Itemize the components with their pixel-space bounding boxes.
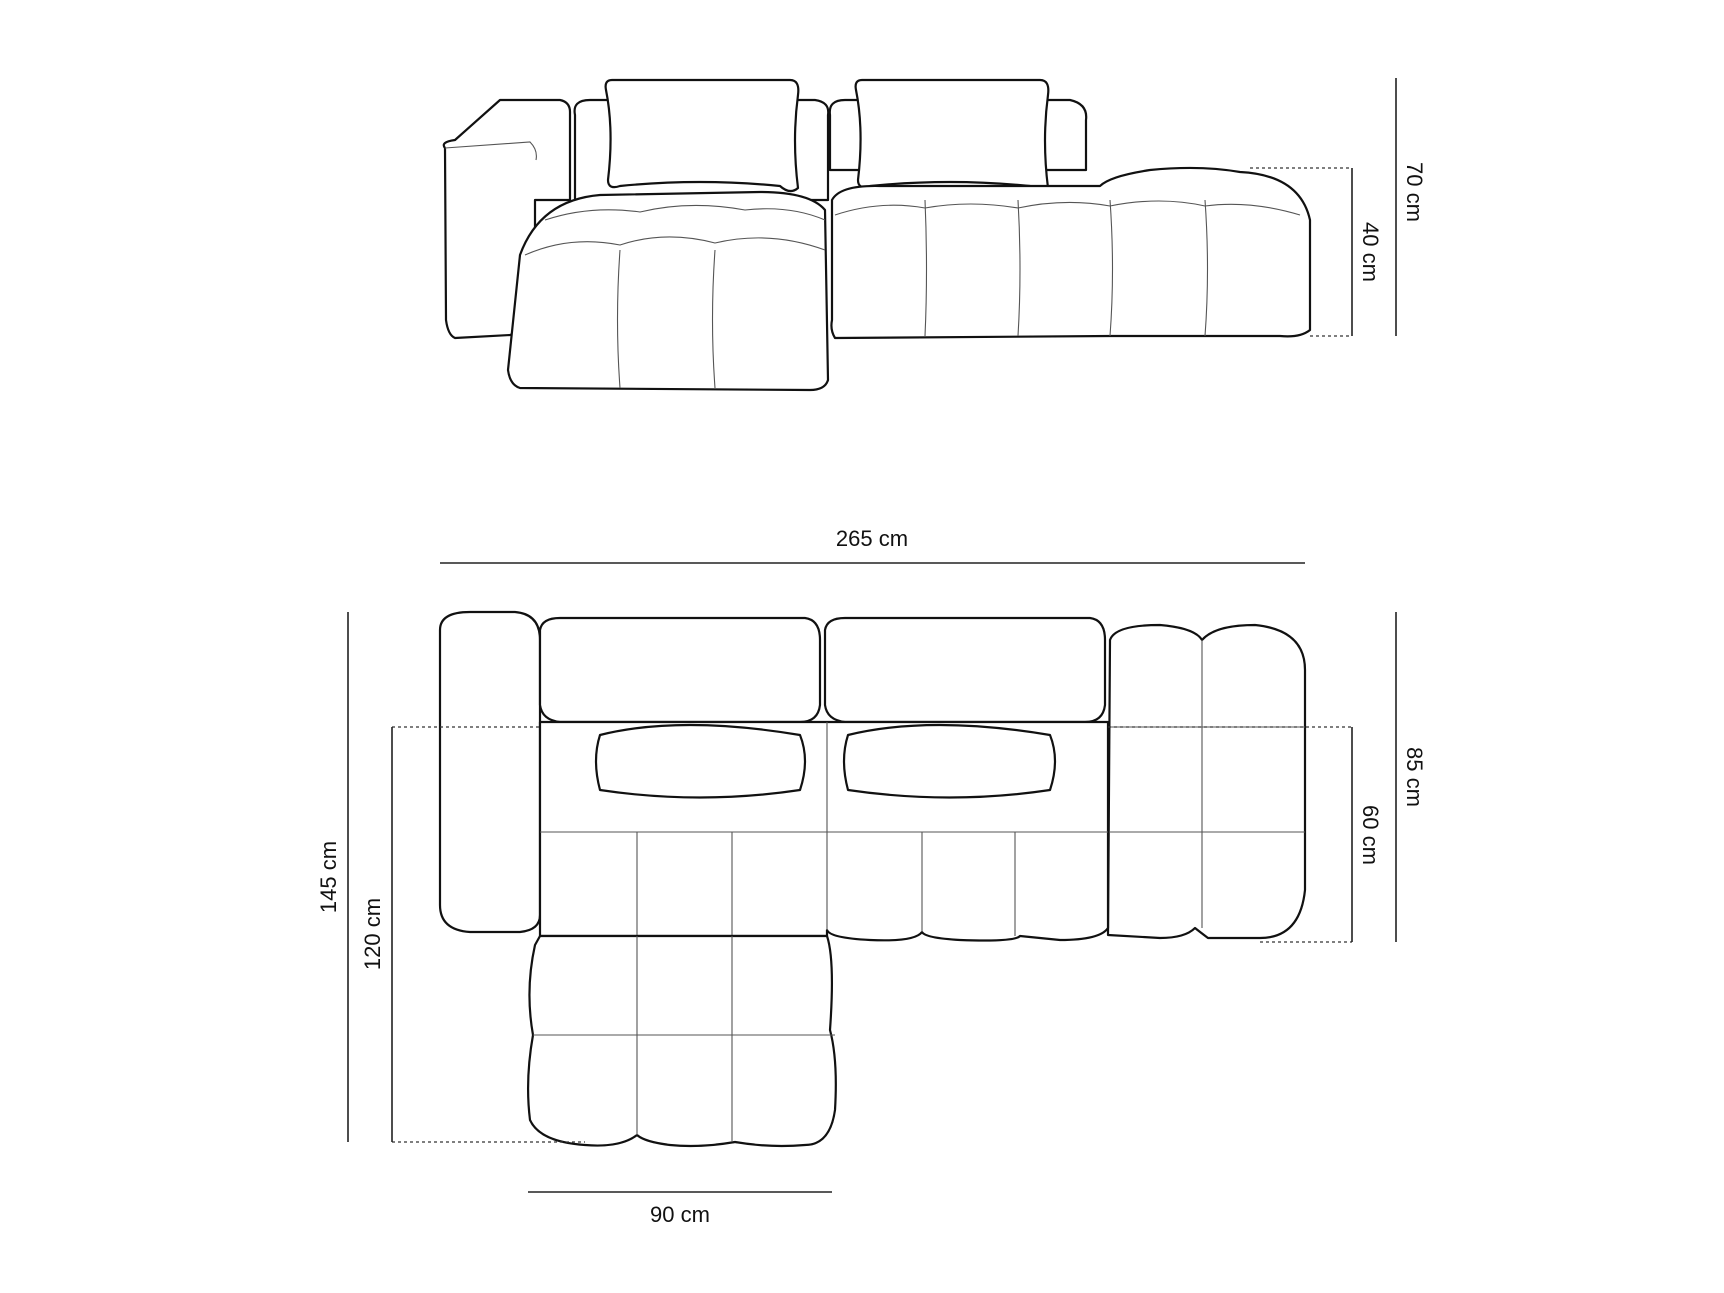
top-chaise <box>526 934 837 1148</box>
top-back-cushion-2 <box>823 616 1107 724</box>
top-back-cushion-1 <box>538 616 822 724</box>
front-pillow-right <box>854 78 1050 193</box>
top-pillow-right <box>842 723 1057 799</box>
front-pillow-left <box>604 78 800 193</box>
front-view: 70 cm 40 cm <box>442 78 1427 392</box>
total-height-label: 70 cm <box>1402 162 1427 222</box>
main-depth-label: 85 cm <box>1402 747 1427 807</box>
front-armrest <box>442 98 572 340</box>
top-right-seat <box>1106 623 1307 940</box>
top-pillow-left <box>594 723 807 799</box>
chaise-seat-depth-label: 120 cm <box>360 898 385 970</box>
seat-height-label: 40 cm <box>1358 222 1383 282</box>
front-chaise <box>506 190 830 392</box>
chaise-width-label: 90 cm <box>650 1202 710 1227</box>
main-seat-depth-label: 60 cm <box>1358 805 1383 865</box>
total-depth-label: 145 cm <box>316 841 341 913</box>
front-main-seat <box>830 166 1312 340</box>
top-armrest <box>438 610 542 934</box>
total-width-label: 265 cm <box>836 526 908 551</box>
top-view: 265 cm 90 cm 145 cm 120 cm 60 cm 85 cm <box>316 526 1427 1227</box>
